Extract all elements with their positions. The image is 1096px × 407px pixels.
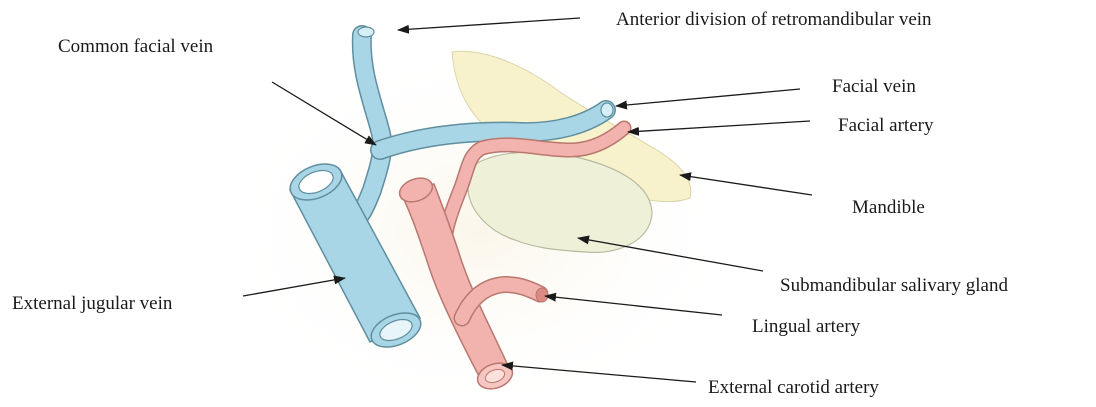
facial-vein-opening xyxy=(601,103,613,117)
label-submandibular-gland: Submandibular salivary gland xyxy=(780,275,1008,296)
label-external-jugular-vein: External jugular vein xyxy=(12,293,173,314)
label-anterior-division: Anterior division of retromandibular vei… xyxy=(616,9,932,30)
label-facial-vein: Facial vein xyxy=(832,76,916,97)
vein-top-opening xyxy=(358,27,374,37)
label-mandible: Mandible xyxy=(852,197,925,218)
label-external-carotid-artery: External carotid artery xyxy=(708,377,879,398)
label-common-facial-vein: Common facial vein xyxy=(58,36,214,57)
label-lingual-artery: Lingual artery xyxy=(752,316,861,337)
lingual-artery-opening xyxy=(536,288,548,302)
leader-anterior-division xyxy=(398,18,580,30)
label-facial-artery: Facial artery xyxy=(838,115,934,136)
